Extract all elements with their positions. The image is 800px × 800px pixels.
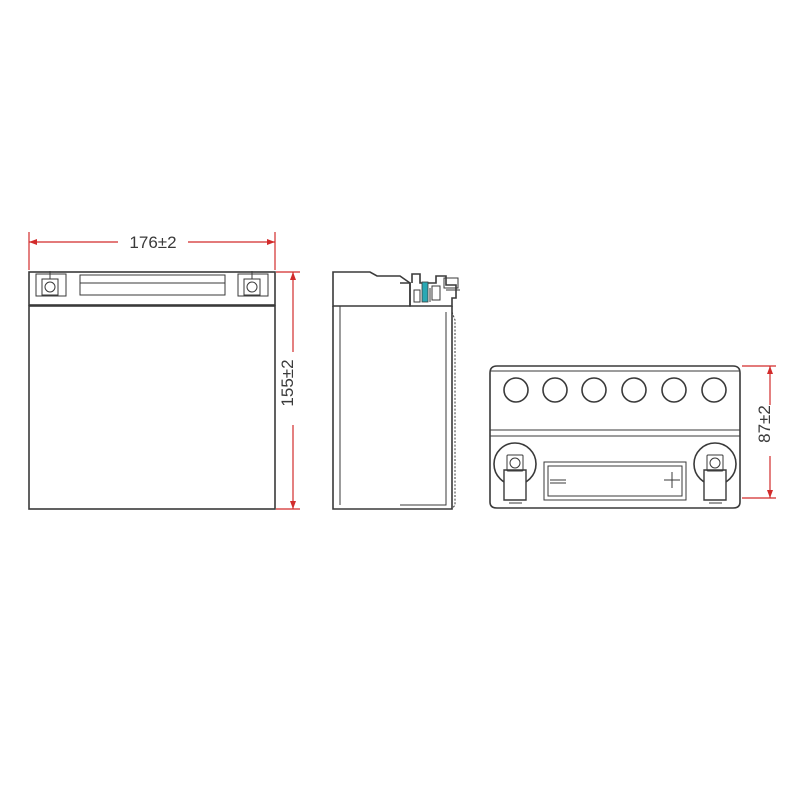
top-label-plate (543, 461, 687, 501)
front-terminal-right (237, 271, 269, 297)
cell-caps (503, 377, 727, 403)
length-dimension: 176±2 (28, 232, 276, 270)
front-lid-panel (79, 274, 226, 296)
cell-cap (542, 377, 568, 403)
front-view (28, 271, 276, 510)
cell-cap (621, 377, 647, 403)
cell-cap (503, 377, 529, 403)
side-view (332, 271, 460, 510)
height-dimension: 155±2 (276, 271, 300, 510)
side-valve (400, 273, 460, 307)
cell-cap (701, 377, 727, 403)
front-body (28, 305, 276, 510)
valve-accent (421, 281, 429, 303)
plus-mark (664, 472, 680, 488)
height-label: 155±2 (278, 359, 297, 406)
length-label: 176±2 (129, 233, 176, 252)
front-lid (28, 271, 276, 306)
top-terminal-right (693, 442, 737, 504)
front-terminal-left (35, 271, 67, 297)
top-terminal-left (493, 442, 537, 504)
top-view (489, 365, 741, 509)
width-label: 87±2 (755, 405, 774, 443)
cell-cap (581, 377, 607, 403)
minus-mark (550, 479, 566, 484)
width-dimension: 87±2 (742, 365, 776, 499)
cell-cap (661, 377, 687, 403)
